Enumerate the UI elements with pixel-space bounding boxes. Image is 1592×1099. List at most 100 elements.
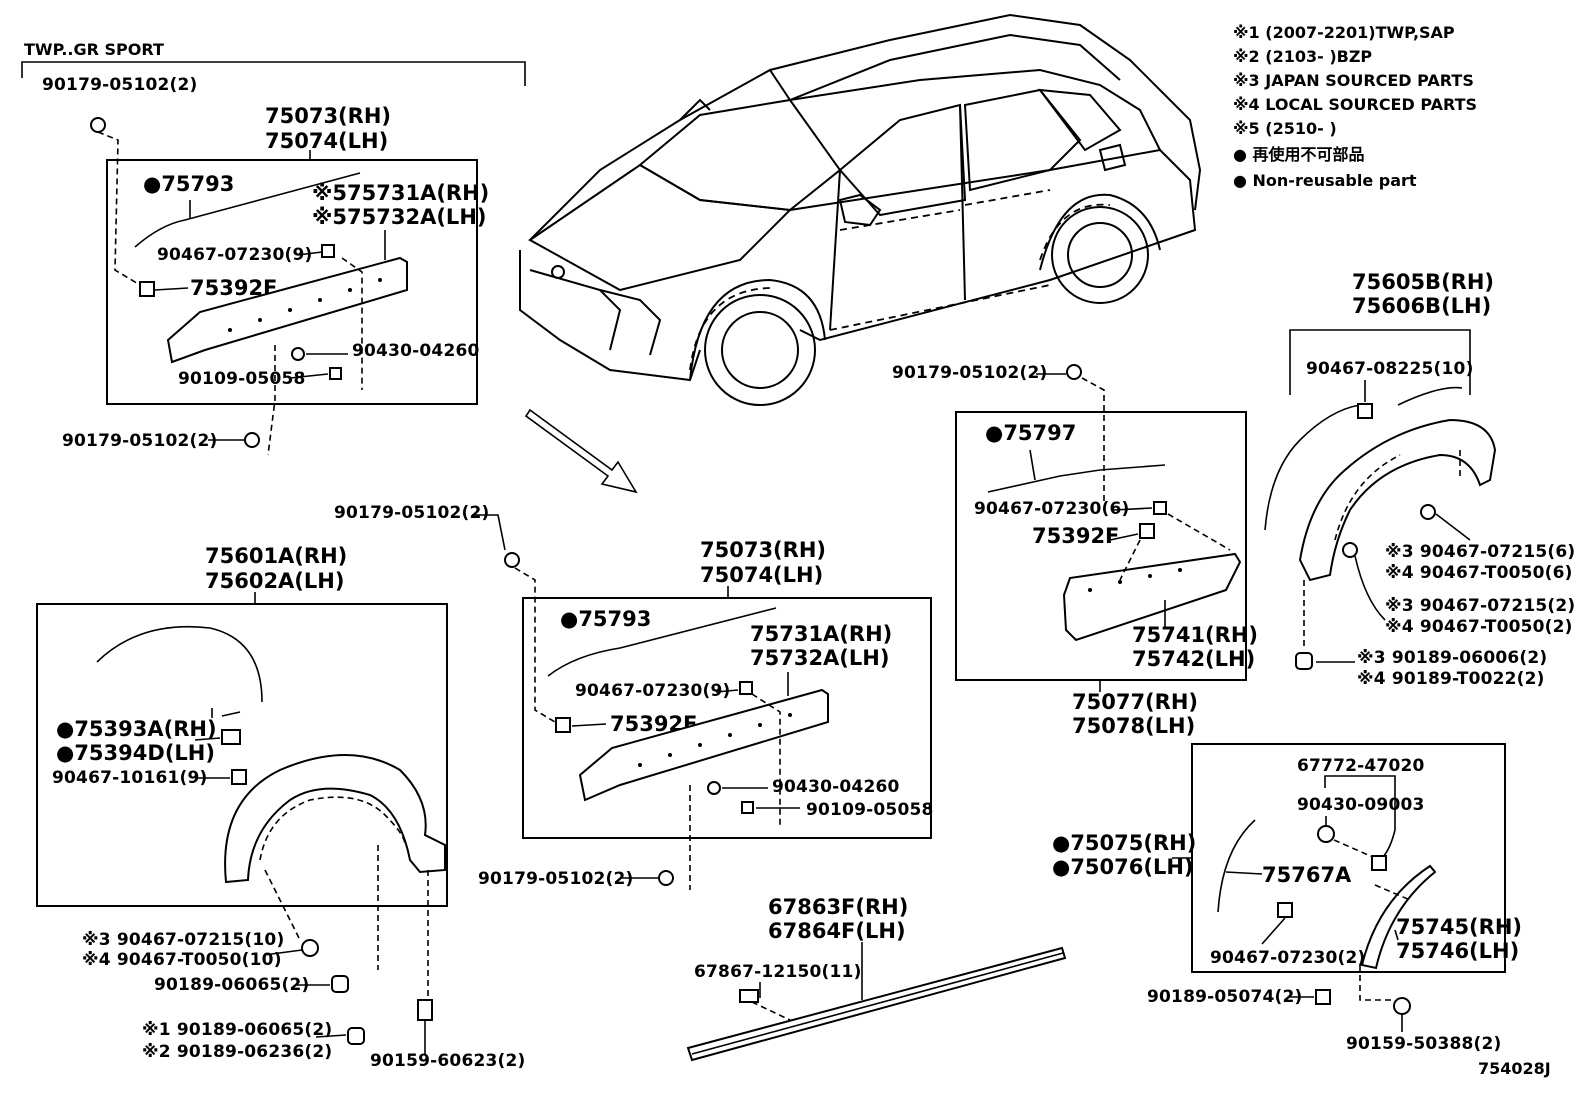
group-g-quarter-moulding: ●75075(RH) ●75076(LH) 67772-47020 90430-… — [1052, 743, 1522, 1054]
part-number: ※4 90467-T0050(2) — [1385, 617, 1573, 637]
part-number: 90467-07230(6) — [974, 499, 1130, 519]
part-number: 75745(RH) — [1396, 915, 1522, 939]
variant-label: TWP..GR SPORT — [24, 40, 164, 59]
nut-icon — [291, 347, 305, 361]
group-e-rear-flare: 75605B(RH) 75606B(LH) 90467-08225(10) ※3… — [1264, 270, 1575, 689]
part-number: 67867-12150(11) — [694, 962, 862, 982]
part-number: 90430-04260 — [352, 341, 480, 361]
retainer-icon — [1139, 523, 1155, 539]
part-number: ※1 90189-06065(2) — [142, 1020, 332, 1040]
part-number: ※575732A(LH) — [312, 205, 487, 229]
part-number: 90179-05102(2) — [62, 431, 218, 451]
part-number: 75742(LH) — [1132, 647, 1255, 671]
group-c-box — [522, 597, 932, 839]
part-number: 90179-05102(2) — [42, 75, 198, 95]
note-nonreusable-ja: ● 再使用不可部品 — [1233, 145, 1365, 164]
notes-legend: ※1 (2007-2201)TWP,SAP ※2 (2103- )BZP ※3 … — [1233, 23, 1477, 190]
screw-icon — [658, 870, 674, 886]
part-number: 75073(RH) — [265, 104, 391, 128]
part-number: ※3 90467-07215(10) — [82, 930, 284, 950]
part-number: 90179-05102(2) — [334, 503, 490, 523]
part-number: 90159-50388(2) — [1346, 1034, 1502, 1054]
part-number: ※575731A(RH) — [312, 181, 489, 205]
part-number: ●75394D(LH) — [56, 741, 215, 765]
part-number: 75077(RH) — [1072, 690, 1198, 714]
nut-icon — [707, 781, 721, 795]
part-number: 75746(LH) — [1396, 939, 1519, 963]
part-number: 90189-06065(2) — [154, 975, 310, 995]
retainer-icon — [139, 281, 155, 297]
part-number: ※4 90467-T0050(10) — [82, 950, 282, 970]
part-number: 90179-05102(2) — [892, 363, 1048, 383]
part-number: 75605B(RH) — [1352, 270, 1494, 294]
part-number: 90467-07230(2) — [1210, 948, 1366, 968]
screw-icon — [90, 117, 106, 133]
part-number: 75602A(LH) — [205, 569, 344, 593]
part-number: 75078(LH) — [1072, 714, 1195, 738]
part-number: ※3 90189-06006(2) — [1357, 648, 1547, 668]
part-number: 67864F(LH) — [768, 919, 906, 943]
part-number: ●75075(RH) — [1052, 831, 1196, 855]
part-number: 67863F(RH) — [768, 895, 908, 919]
group-d-door-moulding: 90179-05102(2) ●75797 90467-07230(6) 753… — [892, 363, 1258, 738]
clip-icon — [321, 244, 335, 258]
pad-icon — [221, 729, 241, 745]
illustration-code: 754028J — [1478, 1059, 1551, 1078]
part-number: 75073(RH) — [700, 538, 826, 562]
group-b-fender-flare: 75601A(RH) 75602A(LH) ●75393A(RH) ●75394… — [36, 544, 526, 1071]
part-number: ※2 90189-06236(2) — [142, 1042, 332, 1062]
part-number: 75606B(LH) — [1352, 294, 1491, 318]
retainer-icon — [555, 717, 571, 733]
group-a-gr-sport: TWP..GR SPORT 90179-05102(2) 75073(RH) 7… — [21, 40, 526, 456]
group-g-box — [1191, 743, 1506, 973]
group-b-box — [36, 603, 448, 907]
nut-icon — [1315, 989, 1331, 1005]
note-nonreusable-en: ● Non-reusable part — [1233, 171, 1417, 190]
part-number: ※3 90467-07215(6) — [1385, 542, 1575, 562]
clip-icon — [1277, 902, 1293, 918]
flare-part — [1298, 418, 1497, 582]
note-4: ※4 LOCAL SOURCED PARTS — [1233, 95, 1477, 114]
part-number: ●75797 — [985, 421, 1076, 445]
part-number: ※4 90189-T0022(2) — [1357, 669, 1545, 689]
clip-icon — [1420, 504, 1436, 520]
note-5: ※5 (2510- ) — [1233, 119, 1337, 138]
moulding-part — [1062, 552, 1242, 642]
part-number: 90189-05074(2) — [1147, 987, 1303, 1007]
part-number: 75741(RH) — [1132, 623, 1258, 647]
part-number: 90467-10161(9) — [52, 768, 208, 788]
part-number: 75601A(RH) — [205, 544, 347, 568]
fender-flare-part — [224, 754, 446, 884]
clip-icon — [1342, 542, 1358, 558]
part-number: 75732A(LH) — [750, 646, 889, 670]
part-number: 90179-05102(2) — [478, 869, 634, 889]
direction-arrow — [524, 408, 638, 494]
clip-icon — [1357, 403, 1373, 419]
part-number: 90430-04260 — [772, 777, 900, 797]
part-number: 75767A — [1262, 863, 1352, 887]
part-number: ※4 90467-T0050(6) — [1385, 563, 1573, 583]
bracket-icon — [1371, 855, 1387, 871]
part-number: 90159-60623(2) — [370, 1051, 526, 1071]
part-number: 90109-05058 — [178, 369, 306, 389]
group-a-box — [106, 159, 478, 405]
screw-icon — [1066, 364, 1082, 380]
screw-icon — [504, 552, 520, 568]
part-number: 90467-08225(10) — [1306, 359, 1474, 379]
vehicle-illustration — [519, 13, 1202, 406]
screw-icon — [329, 367, 342, 380]
clip-icon — [739, 989, 759, 1003]
moulding-part — [578, 688, 829, 802]
note-2: ※2 (2103- )BZP — [1233, 47, 1372, 66]
part-number: 90109-05058 — [806, 800, 934, 820]
clip-icon — [231, 769, 247, 785]
part-number: ●75393A(RH) — [56, 717, 217, 741]
part-number: 90467-07230(9) — [575, 681, 731, 701]
clip-icon — [739, 681, 753, 695]
nut-icon — [347, 1027, 365, 1045]
part-number: ※3 90467-07215(2) — [1385, 596, 1575, 616]
clip-icon — [301, 939, 319, 957]
part-number: 90467-07230(9) — [157, 245, 313, 265]
group-c-rocker-moulding: 90179-05102(2) 75073(RH) 75074(LH) ●7579… — [334, 503, 934, 890]
